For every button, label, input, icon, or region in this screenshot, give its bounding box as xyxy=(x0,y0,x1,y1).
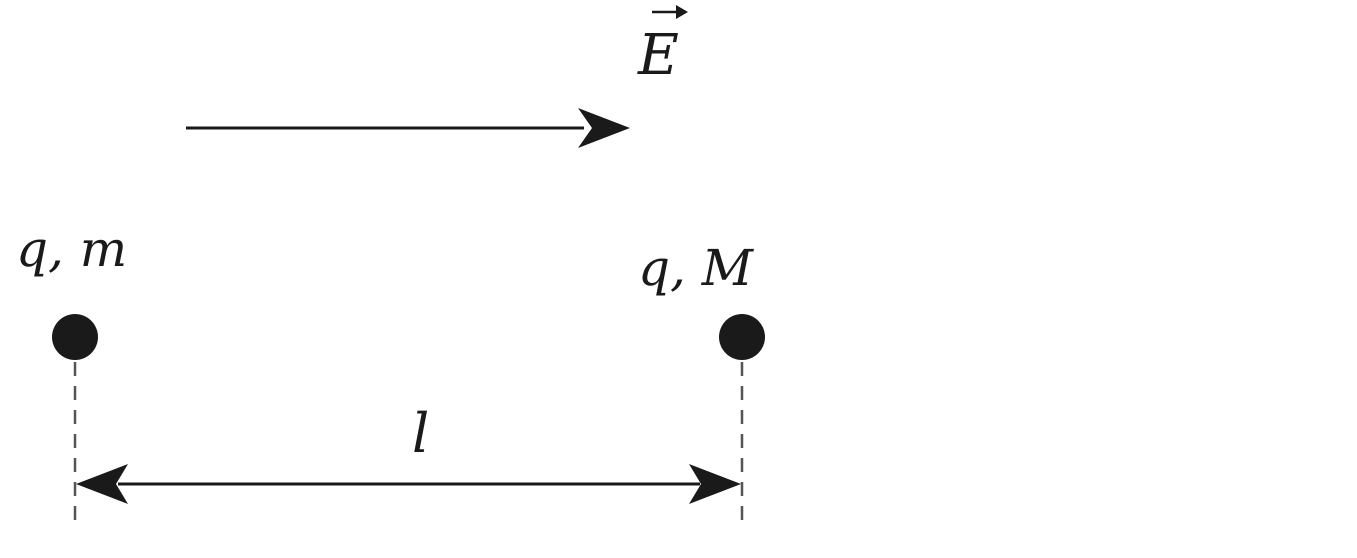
dimension-arrowhead-right xyxy=(689,464,741,504)
separation-label: l xyxy=(412,402,429,465)
particle-right: q, M xyxy=(638,239,765,525)
particle-right-label: q, M xyxy=(638,239,755,297)
separation-dimension: l xyxy=(76,402,741,504)
electric-field-arrow xyxy=(186,108,630,148)
particle-right-dot xyxy=(719,314,765,360)
field-label: E xyxy=(637,5,688,88)
particle-left-dot xyxy=(52,314,98,360)
dimension-arrowhead-left xyxy=(76,464,128,504)
field-symbol: E xyxy=(637,23,679,88)
particle-left: q, m xyxy=(16,220,127,525)
vector-arrow-icon xyxy=(652,5,688,19)
field-arrowhead xyxy=(578,108,630,148)
particle-left-label: q, m xyxy=(16,220,127,278)
